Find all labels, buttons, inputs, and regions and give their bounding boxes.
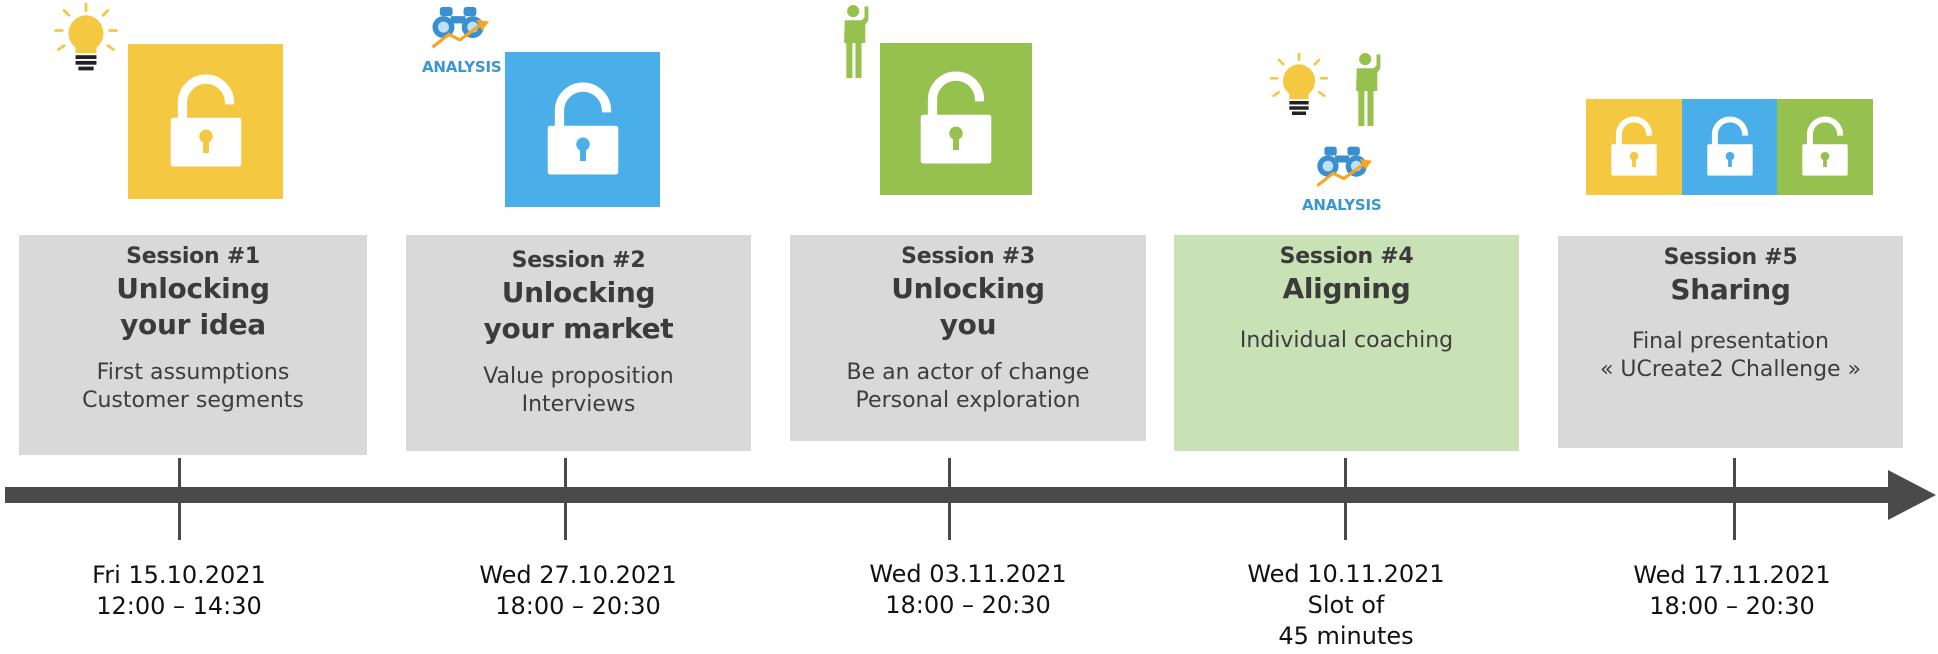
binoculars-analysis-icon — [427, 5, 491, 51]
session-number: Session #3 — [901, 244, 1035, 269]
session-number: Session #1 — [126, 244, 260, 269]
timeline-arrowhead-icon — [1888, 470, 1936, 520]
session-description: Final presentation« UCreate2 Challenge » — [1599, 329, 1862, 382]
session-number: Session #5 — [1663, 245, 1798, 270]
unlocked-padlock-icon — [1777, 99, 1873, 195]
unlocked-padlock-icon — [505, 52, 660, 207]
unlocked-padlock-icon — [1682, 99, 1777, 195]
lightbulb-icon — [1268, 52, 1330, 122]
session-number: Session #4 — [1279, 244, 1414, 269]
timeline-tick — [178, 458, 181, 540]
timeline-tick — [948, 458, 951, 540]
person-raising-hand-icon — [840, 2, 880, 78]
analysis-label: ANALYSIS — [422, 58, 502, 76]
lightbulb-icon — [52, 2, 120, 78]
binoculars-analysis-icon — [1312, 144, 1374, 190]
session-4-box: Session #4 Aligning Individual coaching — [1174, 235, 1519, 451]
session-5-box: Session #5 Sharing Final presentation« U… — [1558, 236, 1903, 448]
unlocked-padlock-icon — [1586, 99, 1682, 195]
unlocked-padlock-icon — [128, 44, 283, 199]
person-raising-hand-icon — [1352, 50, 1392, 126]
session-title: Sharing — [1670, 273, 1791, 306]
session-title: Aligning — [1282, 272, 1411, 305]
timeline-tick — [1344, 458, 1347, 540]
unlocked-padlock-icon — [880, 43, 1032, 195]
timeline-tick — [1733, 458, 1736, 540]
session-description: Individual coaching — [1239, 328, 1454, 353]
session-number: Session #2 — [511, 248, 646, 273]
analysis-label: ANALYSIS — [1302, 196, 1382, 214]
timeline-tick — [564, 458, 567, 540]
